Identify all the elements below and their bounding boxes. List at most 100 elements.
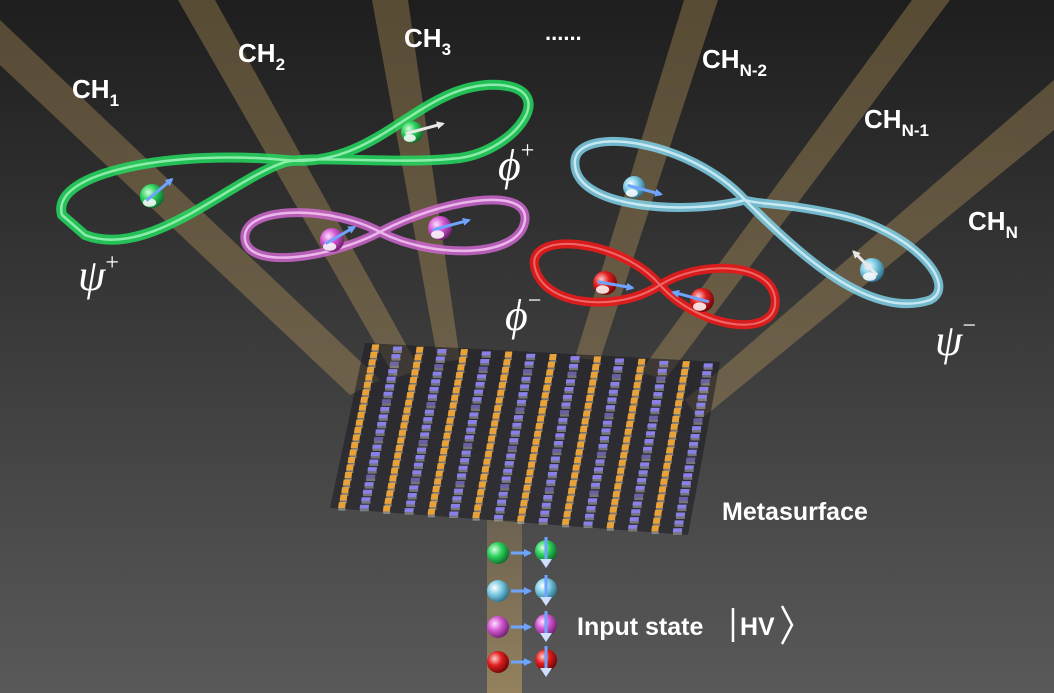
- spin-arrow: [432, 217, 471, 232]
- metasurface-pillar-highlight: [684, 469, 694, 472]
- metasurface-pillar-highlight: [446, 423, 454, 427]
- metasurface-pillar-highlight: [377, 425, 387, 429]
- metasurface-pillar: [486, 443, 494, 450]
- metasurface-pillar-highlight: [686, 461, 696, 465]
- metasurface-pillar: [496, 389, 505, 396]
- metasurface-pillar: [360, 396, 369, 403]
- metasurface-pillar-highlight: [674, 524, 684, 527]
- metasurface-pillar-highlight: [346, 470, 354, 474]
- metasurface-pillar-highlight: [506, 457, 516, 460]
- metasurface-pillar-highlight: [403, 413, 411, 416]
- metasurface-pillar-highlight: [451, 400, 459, 404]
- metasurface-pillar: [524, 477, 533, 484]
- metasurface-pillar: [432, 371, 442, 376]
- metasurface-pillar-highlight: [617, 473, 625, 477]
- metasurface-pillar: [624, 428, 633, 435]
- metasurface-pillar: [566, 495, 575, 502]
- metasurface-pillar-highlight: [525, 483, 533, 486]
- metasurface-pillar-highlight: [415, 459, 425, 462]
- metasurface-pillar: [627, 413, 636, 420]
- metasurface-pillar-highlight: [374, 440, 384, 444]
- metasurface-pillar: [681, 481, 692, 486]
- metasurface-pillar: [426, 402, 436, 407]
- metasurface-pillar: [499, 484, 510, 489]
- metasurface-pillar: [472, 397, 482, 402]
- metasurface-pillar: [403, 407, 412, 414]
- metasurface-pillar: [390, 467, 399, 474]
- metasurface-pillar: [572, 464, 581, 471]
- metasurface-pillar: [533, 430, 542, 437]
- metasurface-pillar-highlight: [409, 382, 417, 386]
- metasurface-pillar-highlight: [657, 500, 665, 503]
- metasurface-pillar-highlight: [429, 390, 439, 394]
- metasurface-pillar-highlight: [609, 512, 617, 516]
- metasurface-pillar-highlight: [501, 480, 511, 483]
- metasurface-pillar: [610, 381, 620, 386]
- metasurface-pillar-highlight: [629, 411, 637, 414]
- metasurface-pillar: [364, 482, 374, 487]
- metasurface-pillar-highlight: [630, 403, 638, 407]
- metasurface-pillar-highlight: [643, 450, 653, 454]
- metasurface-pillar-highlight: [667, 445, 675, 448]
- metasurface-pillar-highlight: [454, 385, 462, 389]
- metasurface-pillar: [552, 448, 562, 453]
- metasurface-pillar-highlight: [593, 362, 601, 365]
- photon: [852, 250, 884, 282]
- metasurface-pillar: [629, 517, 640, 522]
- metasurface-pillar: [581, 418, 590, 425]
- metasurface-pillar-highlight: [503, 472, 513, 476]
- label-chn1: CHN-1: [864, 104, 929, 140]
- metasurface-pillar: [638, 470, 648, 475]
- metasurface-pillar: [703, 363, 713, 368]
- metasurface-pillar: [519, 384, 530, 389]
- metasurface-pillar-highlight: [389, 481, 397, 484]
- metasurface-pillar: [461, 450, 471, 455]
- metasurface-pillar-highlight: [461, 454, 471, 457]
- metasurface-pillar: [493, 514, 504, 519]
- metasurface-pillar: [492, 412, 501, 419]
- metasurface-pillar-highlight: [562, 398, 572, 402]
- metasurface-pillar: [518, 507, 527, 514]
- metasurface-pillar-highlight: [654, 515, 662, 519]
- metasurface-pillar: [520, 500, 528, 507]
- metasurface-pillar: [677, 384, 686, 391]
- metasurface-pillar: [459, 458, 470, 463]
- metasurface-pillar-highlight: [372, 448, 382, 451]
- metasurface-pillar: [575, 449, 584, 456]
- metasurface-pillar-highlight: [614, 362, 624, 366]
- metasurface-pillar: [504, 351, 513, 358]
- metasurface-pillar-highlight: [565, 383, 575, 386]
- metasurface-pillar-highlight: [434, 484, 442, 487]
- metasurface-pillar-highlight: [386, 380, 396, 384]
- metasurface-pillar-highlight: [648, 419, 658, 423]
- metasurface-pillar: [584, 513, 595, 518]
- metasurface-pillar-highlight: [580, 431, 588, 435]
- metasurface-pillar: [614, 358, 625, 363]
- metasurface-pillar-highlight: [398, 435, 406, 439]
- metasurface-pillar-highlight: [657, 372, 667, 376]
- metasurface-pillar: [464, 435, 475, 440]
- metasurface-pillar: [383, 391, 393, 396]
- input-state-label: Input state HV: [577, 605, 794, 645]
- photon: [401, 121, 445, 143]
- metasurface-pillar-highlight: [700, 383, 710, 386]
- metasurface-pillar-highlight: [585, 517, 595, 521]
- metasurface-pillar: [372, 444, 382, 449]
- metasurface-pillar-highlight: [492, 418, 500, 422]
- metasurface-pillar: [532, 438, 541, 445]
- metasurface-pillar-highlight: [501, 372, 509, 376]
- metasurface-pillar-highlight: [516, 403, 526, 407]
- metasurface-pillar-highlight: [460, 355, 468, 358]
- metasurface-pillar: [653, 392, 663, 397]
- metasurface-pillar-highlight: [488, 441, 496, 445]
- metasurface-pillar-highlight: [378, 418, 388, 421]
- metasurface-pillar: [433, 364, 444, 369]
- metasurface-pillar: [579, 425, 588, 432]
- metasurface-pillar: [496, 499, 507, 504]
- metasurface-pillar: [598, 443, 608, 448]
- metasurface-pillar-highlight: [546, 483, 556, 487]
- metasurface-pillar-highlight: [452, 393, 460, 396]
- metasurface-pillar: [697, 394, 708, 399]
- metasurface-pillar: [586, 506, 596, 511]
